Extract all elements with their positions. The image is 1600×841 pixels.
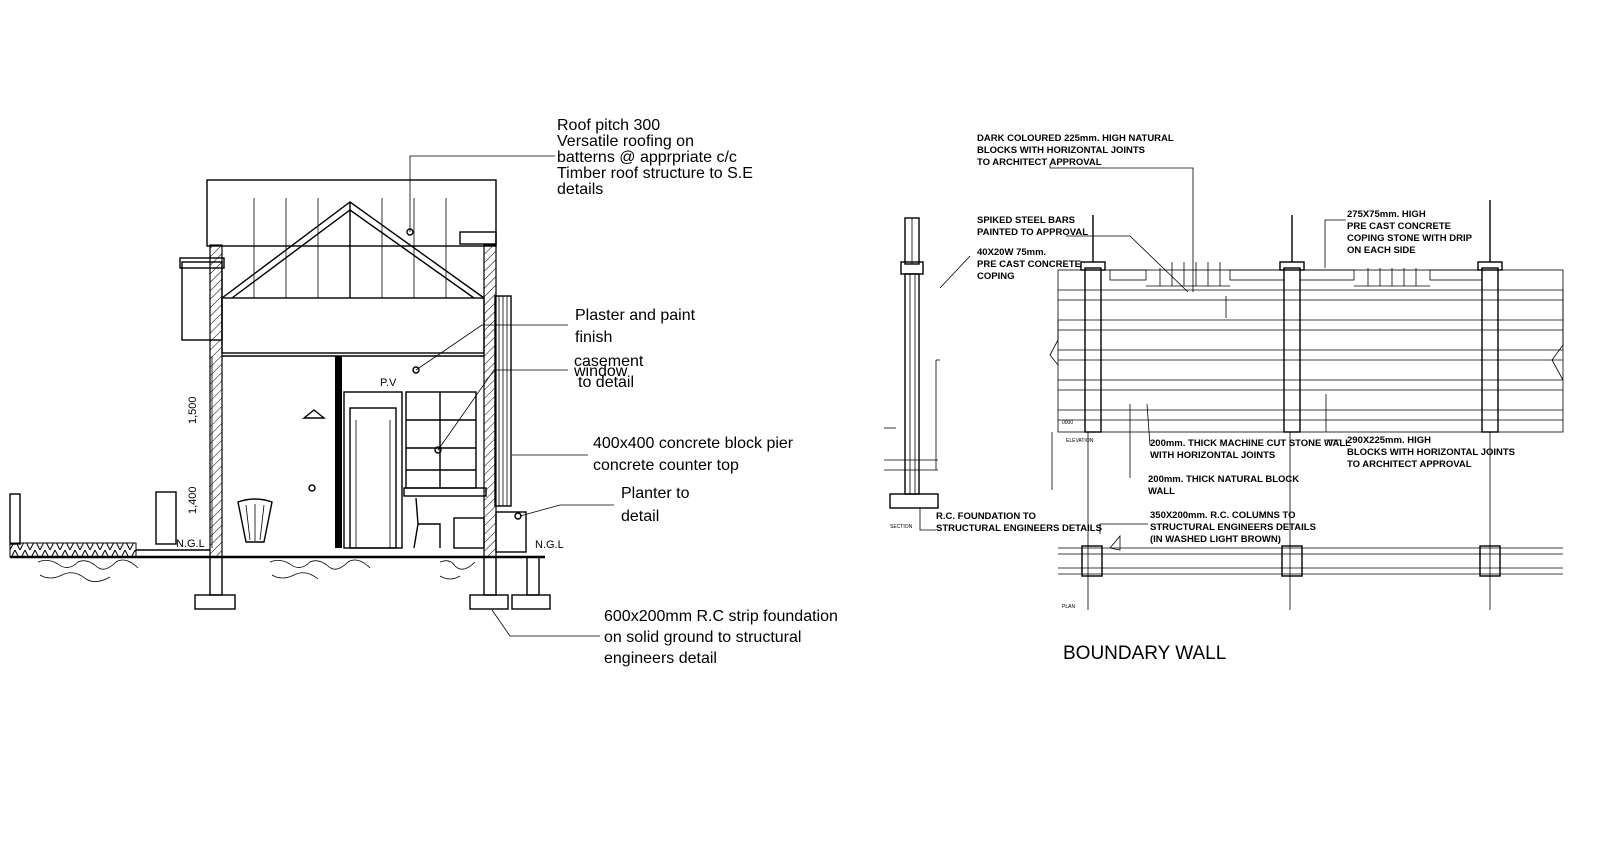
note-spiked-2: PAINTED TO APPROVAL	[977, 227, 1088, 238]
note-roof-1: Roof pitch 300	[557, 117, 660, 134]
svg-text:PRE CAST CONCRETE: PRE CAST CONCRETE	[977, 259, 1081, 270]
note-casement-1: casement	[574, 353, 644, 370]
svg-text:Plaster and paint: Plaster and paint	[575, 307, 696, 324]
note-roof-2: Versatile roofing on	[557, 133, 694, 150]
svg-text:40X20W 75mm.: 40X20W 75mm.	[977, 247, 1046, 258]
note-rc-columns-1: 350X200mm. R.C. COLUMNS TO	[1150, 510, 1296, 521]
svg-text:600x200mm R.C strip foundation: 600x200mm R.C strip foundation	[604, 608, 838, 625]
svg-text:detail: detail	[621, 508, 659, 525]
svg-text:STRUCTURAL ENGINEERS DETAILS: STRUCTURAL ENGINEERS DETAILS	[936, 523, 1102, 534]
note-blocks-top-2: BLOCKS WITH HORIZONTAL JOINTS	[977, 145, 1145, 156]
svg-text:275X75mm. HIGH: 275X75mm. HIGH	[1347, 209, 1426, 220]
svg-text:WALL: WALL	[1148, 486, 1175, 497]
svg-text:WITH HORIZONTAL JOINTS: WITH HORIZONTAL JOINTS	[1150, 450, 1275, 461]
svg-text:Timber roof structure to S.E: Timber roof structure to S.E	[557, 165, 753, 182]
note-blocks-top-3: TO ARCHITECT APPROVAL	[977, 157, 1102, 168]
dim-lower: 1,400	[187, 486, 199, 514]
note-casement-2: window	[573, 363, 628, 380]
note-rc-foundation-2: STRUCTURAL ENGINEERS DETAILS	[936, 523, 1102, 534]
svg-text:200mm. THICK MACHINE CUT STONE: 200mm. THICK MACHINE CUT STONE WALL	[1150, 438, 1351, 449]
note-spiked-1: SPIKED STEEL BARS	[977, 215, 1075, 226]
note-planter-1: Planter to	[621, 485, 690, 502]
svg-text:DARK COLOURED 225mm. HIGH NATU: DARK COLOURED 225mm. HIGH NATURAL	[977, 133, 1174, 144]
svg-text:Planter to: Planter to	[621, 485, 690, 502]
svg-text:window: window	[573, 363, 628, 380]
dim-upper: 1,500	[187, 396, 199, 424]
svg-text:COPING: COPING	[977, 271, 1014, 282]
note-natural-block-2: WALL	[1148, 486, 1175, 497]
note-roof-4: Timber roof structure to S.E	[557, 165, 753, 182]
note-rc-columns-3: (IN WASHED LIGHT BROWN)	[1150, 534, 1281, 545]
label-pv: P.V	[380, 377, 397, 389]
note-coping-left-1: 40X20W 75mm.	[977, 247, 1046, 258]
note-blocks-right-2: BLOCKS WITH HORIZONTAL JOINTS	[1347, 447, 1515, 458]
svg-text:TO ARCHITECT APPROVAL: TO ARCHITECT APPROVAL	[1347, 459, 1472, 470]
note-foundation-3: engineers detail	[604, 650, 717, 667]
boundary-wall-drawing	[884, 164, 1564, 610]
note-coping-right-3: COPING STONE WITH DRIP	[1347, 233, 1473, 244]
note-blocks-right-1: 290X225mm. HIGH	[1347, 435, 1431, 446]
svg-text:casement: casement	[574, 353, 644, 370]
note-foundation-2: on solid ground to structural	[604, 629, 801, 646]
note-natural-block-1: 200mm. THICK NATURAL BLOCK	[1148, 474, 1299, 485]
label-plan: PLAN	[1062, 604, 1075, 610]
note-foundation-1: 600x200mm R.C strip foundation	[604, 608, 838, 625]
note-coping-left-2: PRE CAST CONCRETE	[977, 259, 1081, 270]
label-section: SECTION	[890, 524, 913, 530]
label-elevation: ELEVATION	[1066, 438, 1094, 444]
note-roof-3: batterns @ apprpriate c/c	[557, 149, 737, 166]
svg-text:R.C. FOUNDATION TO: R.C. FOUNDATION TO	[936, 511, 1036, 522]
note-blocks-top-1: DARK COLOURED 225mm. HIGH NATURAL	[977, 133, 1174, 144]
svg-text:200mm. THICK NATURAL BLOCK: 200mm. THICK NATURAL BLOCK	[1148, 474, 1299, 485]
label-mark: 0000	[1062, 420, 1073, 426]
label-ngl-left: N.G.L	[176, 538, 205, 550]
note-coping-left-3: COPING	[977, 271, 1014, 282]
svg-text:Versatile roofing on: Versatile roofing on	[557, 133, 694, 150]
note-coping-right-4: ON EACH SIDE	[1347, 245, 1416, 256]
svg-text:Roof pitch 300: Roof pitch 300	[557, 117, 660, 134]
svg-text:SPIKED STEEL BARS: SPIKED STEEL BARS	[977, 215, 1075, 226]
note-casement-3: to detail	[578, 374, 634, 391]
svg-text:ON EACH SIDE: ON EACH SIDE	[1347, 245, 1416, 256]
note-plaster-2: finish	[575, 329, 612, 346]
svg-text:290X225mm. HIGH: 290X225mm. HIGH	[1347, 435, 1431, 446]
label-ngl-right: N.G.L	[535, 539, 564, 551]
note-stone-wall-1: 200mm. THICK MACHINE CUT STONE WALL	[1150, 438, 1351, 449]
boundary-notes: DARK COLOURED 225mm. HIGH NATURAL BLOCKS…	[890, 133, 1515, 664]
svg-text:STRUCTURAL ENGINEERS DETAILS: STRUCTURAL ENGINEERS DETAILS	[1150, 522, 1316, 533]
svg-text:(IN WASHED LIGHT BROWN): (IN WASHED LIGHT BROWN)	[1150, 534, 1281, 545]
note-plaster-1: Plaster and paint	[575, 307, 696, 324]
svg-text:to detail: to detail	[578, 374, 634, 391]
svg-text:engineers detail: engineers detail	[604, 650, 717, 667]
svg-text:on solid ground to structural: on solid ground to structural	[604, 629, 801, 646]
house-section	[9, 155, 614, 637]
note-planter-2: detail	[621, 508, 659, 525]
svg-text:finish: finish	[575, 329, 612, 346]
note-pier-1: 400x400 concrete block pier	[593, 435, 794, 452]
section-notes: Roof pitch 300 Versatile roofing on batt…	[176, 117, 838, 667]
note-pier-2: concrete counter top	[593, 457, 739, 474]
svg-text:PRE CAST CONCRETE: PRE CAST CONCRETE	[1347, 221, 1451, 232]
svg-text:TO ARCHITECT APPROVAL: TO ARCHITECT APPROVAL	[977, 157, 1102, 168]
svg-text:details: details	[557, 181, 603, 198]
note-rc-columns-2: STRUCTURAL ENGINEERS DETAILS	[1150, 522, 1316, 533]
svg-text:COPING STONE WITH DRIP: COPING STONE WITH DRIP	[1347, 233, 1473, 244]
svg-text:batterns @ apprpriate c/c: batterns @ apprpriate c/c	[557, 149, 737, 166]
note-blocks-right-3: TO ARCHITECT APPROVAL	[1347, 459, 1472, 470]
note-coping-right-2: PRE CAST CONCRETE	[1347, 221, 1451, 232]
note-roof-5: details	[557, 181, 603, 198]
svg-text:BLOCKS WITH HORIZONTAL JOINTS: BLOCKS WITH HORIZONTAL JOINTS	[1347, 447, 1515, 458]
boundary-wall-title: BOUNDARY WALL	[1063, 643, 1226, 664]
note-coping-right-1: 275X75mm. HIGH	[1347, 209, 1426, 220]
svg-text:PAINTED TO APPROVAL: PAINTED TO APPROVAL	[977, 227, 1088, 238]
note-rc-foundation-1: R.C. FOUNDATION TO	[936, 511, 1036, 522]
svg-text:concrete counter top: concrete counter top	[593, 457, 739, 474]
svg-text:350X200mm. R.C. COLUMNS TO: 350X200mm. R.C. COLUMNS TO	[1150, 510, 1296, 521]
svg-text:400x400 concrete block pier: 400x400 concrete block pier	[593, 435, 794, 452]
note-stone-wall-2: WITH HORIZONTAL JOINTS	[1150, 450, 1275, 461]
svg-text:BLOCKS WITH HORIZONTAL JOINTS: BLOCKS WITH HORIZONTAL JOINTS	[977, 145, 1145, 156]
